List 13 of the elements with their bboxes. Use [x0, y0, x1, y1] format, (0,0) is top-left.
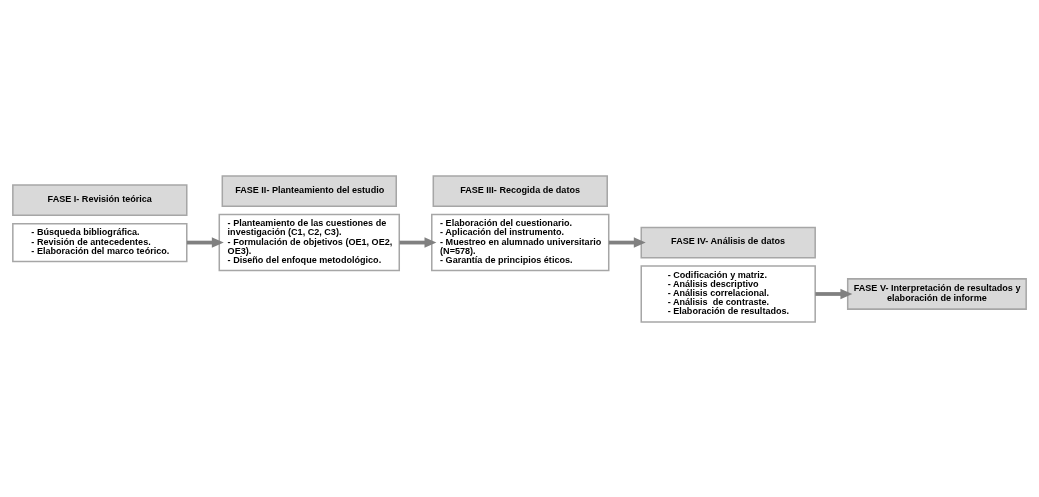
node-box: - Elaboración del cuestionario. - Aplicación del instrumento. - Muestreo en alumnado universitario (N=578). - Garantía de principios éticos.: [431, 213, 610, 271]
arrow: [815, 288, 853, 299]
node-box: FASE I- Revisión teórica: [12, 183, 188, 216]
node-box: FASE III- Recogida de datos: [432, 174, 608, 207]
arrow: [186, 236, 224, 248]
arrow: [399, 236, 437, 248]
arrow: [608, 236, 646, 248]
node-box: FASE IV- Análisis de datos: [640, 226, 816, 258]
node-box: - Codificación y matriz. - Análisis descriptivo - Análisis correlacional. - Análisis de contraste. - Elaboración de resultados.: [640, 264, 816, 323]
node-box: FASE II- Planteamiento del estudio: [221, 174, 397, 207]
node-box: - Búsqueda bibliográfica. - Revisión de antecedentes. - Elaboración del marco teórico.: [12, 222, 188, 262]
node-box: FASE V- Interpretación de resultados y elaboración de informe: [846, 277, 1027, 310]
node-box: - Planteamiento de las cuestiones de investigación (C1, C2, C3). - Formulación de objetivos (OE1, OE2, OE3). - Diseño del enfoque metodológico.: [218, 213, 400, 271]
